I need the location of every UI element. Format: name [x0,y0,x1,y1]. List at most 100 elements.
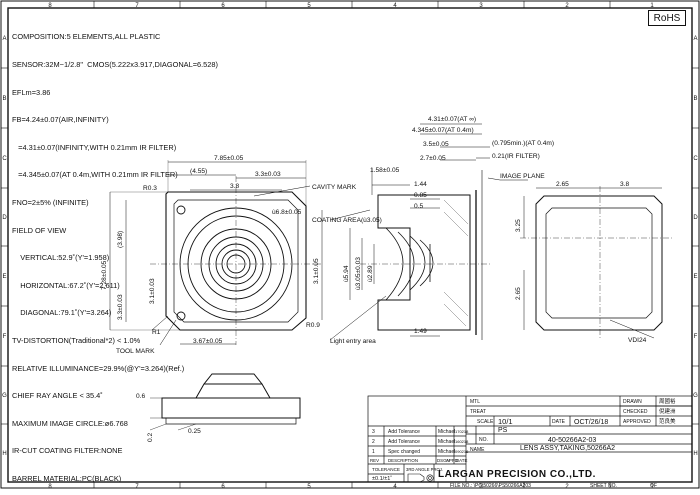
tb-sheet-value: OF [650,483,657,489]
tb-date-label: DATE [552,419,566,425]
tb-scale-label: SCALE [477,419,494,425]
dim-rear-upper: 3.25 [515,219,522,232]
tb-rev-head: DESCRIPTION [388,458,418,463]
bottom-side-dims: 0.6 0.25 0.2 [136,393,201,442]
inner-frame [7,7,693,483]
grid-row-label: C [2,156,7,162]
rohs-badge: RoHS [648,10,686,26]
bottom-side-view [149,373,301,431]
rear-view [520,186,672,340]
section-view [329,123,528,341]
spec-line: =4.31±0.07(INFINITY,WITH 0.21mm IR FILTE… [12,142,177,152]
dim-corner-radius: R0.3 [143,185,157,192]
dim-dia-2-89: ù2.89 [367,265,374,282]
tb-rev-date: 170218 [455,429,469,434]
spec-line: COMPOSITION:5 ELEMENTS,ALL PLASTIC [12,32,161,42]
grid-row-label: F [694,334,698,340]
grid-col-label: 3 [479,484,483,490]
grid-col-label: 5 [307,3,311,9]
title-block [367,395,693,483]
spec-line: IR-CUT COATING FILTER:NONE [12,446,123,456]
spec-line: CHIEF RAY ANGLE < 35.4˚ [12,391,103,401]
dim-pitch: 3.8 [230,183,239,190]
dim-mark-radius: R1 [152,329,161,336]
dim-mark-offset: 3.67±0.05 [193,338,223,345]
tb-approved: APPROVED [623,419,651,425]
tb-rev-num: 1 [372,449,375,455]
dim-ir-filter: 0.21(IR FILTER) [492,153,540,160]
tb-rev-num: 3 [372,429,375,435]
dim-0-6: 0.6 [136,393,145,400]
tb-name-label: NAME [470,447,485,453]
tb-rev-head: APPD [446,458,458,463]
dim-2-7: 2.7±0.05 [420,155,446,162]
grid-col-label: 4 [393,484,397,490]
tb-rev-date: 160218 [455,439,469,444]
grid-col-label: 8 [48,484,52,490]
grid-row-label: A [2,36,6,42]
grid-row-label: A [693,36,697,42]
tb-no-prefix: PS [498,427,508,434]
grid-row-label: B [2,96,6,102]
dim-inner-right: 3.1±0.05 [313,258,320,284]
grid-row-label: B [693,96,697,102]
spec-block: COMPOSITION:5 ELEMENTS,ALL PLASTIC SENSO… [12,14,282,492]
dim-rear-left: 2.65 [556,181,569,188]
dim-dia-3-05: ù3.05±0.03 [355,257,362,290]
tb-tolerance-label: TOLERANCE [372,467,400,472]
tb-stamp: 倪建洲 [659,407,676,415]
grid-row-label: H [693,451,697,457]
grid-labels: 8 7 6 5 4 3 2 1 8 7 6 5 4 3 2 1 A B C D … [2,3,698,490]
grid-col-label: 7 [135,3,139,9]
dim-upper: (3.98) [117,231,124,248]
dim-width: 7.85±0.05 [214,155,244,162]
dim-corner-radius-2: R0.9 [306,322,320,329]
grid-row-label: H [2,451,6,457]
dim-rear-right: 3.8 [620,181,629,188]
tb-sheet-label: SHEET NO. [590,483,617,489]
front-view-dims: 7.85±0.05 (4.55) 3.3±0.03 3.8 7.28±0.05 … [101,155,357,355]
grid-col-label: 4 [393,3,397,9]
dim-diameter: ù6.8±0.05 [272,209,302,216]
spec-line: =4.345±0.07(AT 0.4m,WITH 0.21mm IR FILTE… [12,170,178,180]
title-block-text: MTL TREAT DRAWN CHECKED APPROVED 周國裕 倪建洲… [370,397,676,489]
tb-angle-label: 3RD ANGLE PROJ. [406,467,443,472]
dim-1-44: 1.44 [414,181,427,188]
spec-line: SENSOR:32M−1/2.8" CMOS(5.222x3.917,DIAGO… [12,60,218,69]
grid-row-label: C [693,156,698,162]
dim-height: 7.28±0.05 [101,260,108,290]
dim-0-85: 0.85 [414,192,427,199]
dim-clearance: (0.795min.)(AT 0.4m) [492,140,554,147]
spec-line: VERTICAL:52.9˚(Y'=1.958) [12,253,110,263]
grid-row-label: E [693,274,697,280]
tb-mtl: MTL [470,399,480,405]
grid-col-label: 2 [565,3,569,9]
grid-col-label: 5 [307,484,311,490]
label-coating-area: COATING AREA(ù3.05) [312,217,382,224]
dim-dia-5-94: ù5.94 [343,265,350,282]
tb-rev-num: 2 [372,439,375,445]
section-view-dims: 4.31±0.07(AT ∞) 4.345±0.07(AT 0.4m) 3.5±… [312,116,554,345]
tb-no-value: 40-50266A2-03 [548,437,596,444]
label-light-entry: Light entry area [330,338,376,345]
spec-line: FIELD OF VIEW [12,225,67,235]
grid-row-label: D [2,215,7,221]
grid-col-label: 1 [650,484,654,490]
dim-0-25: 0.25 [188,428,201,435]
dim-inner-left: 3.1±0.03 [149,278,156,304]
dim-offset: 3.3±0.03 [255,171,281,178]
spec-line: BARREL MATERIAL:PC(BLACK) [12,473,122,483]
tb-rev-date: 090218 [455,449,469,454]
tb-scale: 10/1 [498,417,513,426]
spec-line: DIAGONAL:79.1˚(Y'=3.264) [12,308,112,318]
tb-stamp: 范良美 [659,417,676,425]
grid-row-label: G [2,393,7,399]
grid-row-label: D [693,215,698,221]
tb-rev-desc: Add Tolerance [388,439,420,445]
tb-stamp: 周國裕 [659,397,676,405]
grid-col-label: 6 [221,484,225,490]
tb-rev-by: Michael [438,439,455,445]
